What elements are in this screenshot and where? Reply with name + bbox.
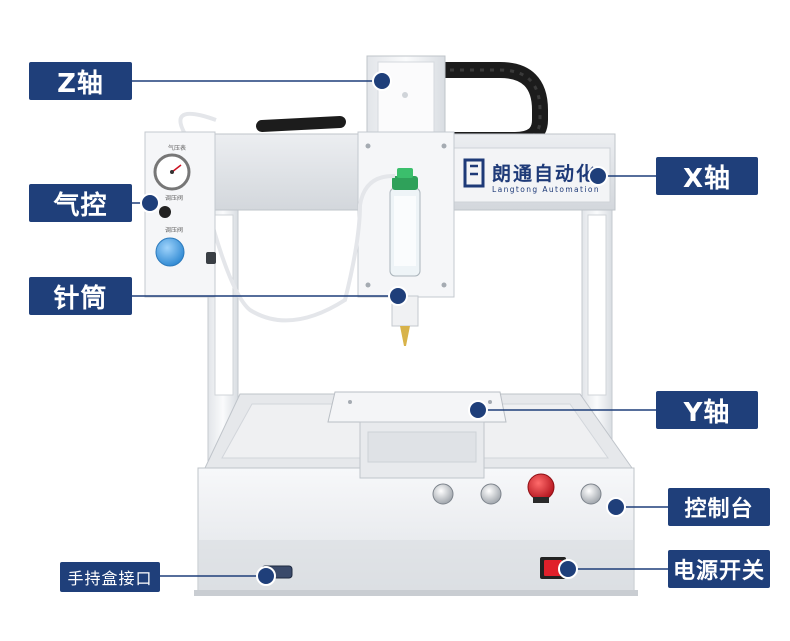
brand-name-cn: 朗通自动化	[492, 162, 597, 185]
callout-power-switch: 电源开关	[668, 550, 770, 588]
callout-x-axis: X轴	[656, 157, 758, 195]
callout-z-axis: Z轴	[29, 62, 132, 100]
callout-handheld-port: 手持盒接口	[60, 562, 160, 592]
brand-name-en: Langtong Automation	[492, 185, 600, 194]
control-button-1	[432, 483, 454, 505]
callout-control-panel: 控制台	[668, 488, 770, 526]
control-button-3	[580, 483, 602, 505]
callout-syringe: 针筒	[29, 277, 132, 315]
control-button-2	[480, 483, 502, 505]
gauge-caption: 气压表	[168, 144, 186, 152]
y-axis-table	[327, 391, 507, 423]
syringe-barrel	[389, 168, 421, 346]
regulator-knob-blue	[155, 237, 185, 267]
callout-y-axis: Y轴	[656, 391, 758, 429]
callout-air-control: 气控	[29, 184, 132, 222]
emergency-stop	[527, 473, 555, 501]
brand-logo	[463, 158, 485, 188]
valve-caption-2: 调压阀	[165, 226, 183, 234]
valve-knob-black	[159, 206, 171, 218]
leader-dots	[140, 71, 626, 586]
leader-lines	[132, 80, 668, 577]
valve-caption-1: 调压阀	[165, 194, 183, 202]
